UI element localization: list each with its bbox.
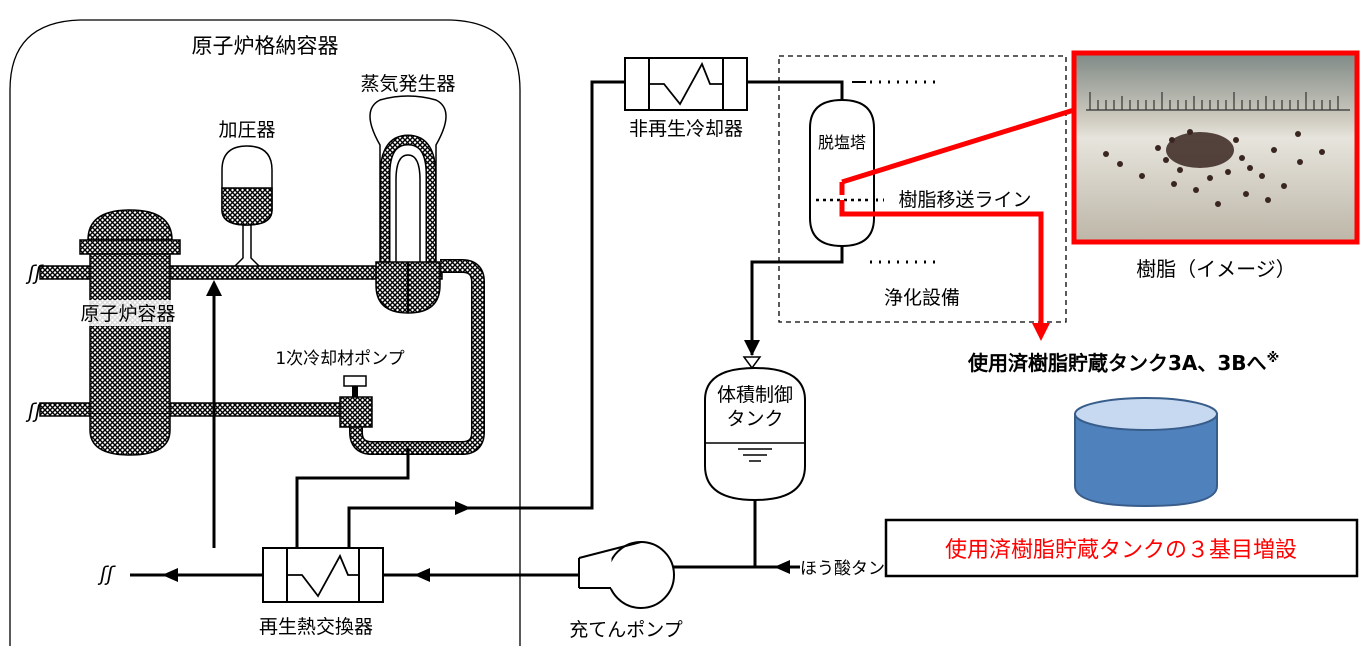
demineralizer-label: 脱塩塔 (818, 133, 866, 152)
vct-label-line2: タンク (726, 408, 783, 430)
charging-pump-label: 充てんポンプ (569, 619, 682, 641)
steam-generator-label: 蒸気発生器 (360, 73, 455, 95)
rcp-label: 1次冷却材ポンプ (275, 349, 404, 369)
resin-image (1071, 50, 1360, 245)
expansion-box (884, 518, 1359, 578)
steam-generator (369, 95, 447, 314)
letdown-to-cooler-line (347, 80, 625, 548)
demin-outlet-line (750, 246, 844, 355)
red-transfer-path (839, 200, 1044, 325)
pressurizer-label: 加圧器 (218, 119, 275, 141)
note-mark: ※ (1267, 351, 1280, 366)
regen-hx-label: 再生熱交換器 (259, 616, 373, 638)
reactor-coolant-pump (339, 375, 373, 428)
purification-label: 浄化設備 (884, 287, 960, 309)
volume-control-tank (704, 366, 806, 502)
cold-leg-pipe (39, 402, 351, 417)
resin-transfer-label: 樹脂移送ライン (898, 189, 1031, 211)
regen-heat-exchanger (262, 547, 384, 603)
pressurizer (221, 145, 273, 267)
reactor-vessel-label: 原子炉容器 (80, 303, 175, 325)
spent-resin-tank-icon (1074, 397, 1218, 508)
red-arrowhead (1032, 323, 1050, 341)
red-callout-line (841, 107, 1075, 185)
cooler-to-demin-line (747, 80, 844, 100)
containment-outline (9, 19, 521, 646)
charging-pump (574, 541, 675, 609)
pipe-break-symbol-3: ʃʃ (97, 562, 116, 586)
pipe-break-symbol-1: ʃʃ (25, 261, 44, 285)
expansion-box-label: 使用済樹脂貯蔵タンクの３基目増設 (945, 538, 1297, 563)
spent-resin-tank-label: 使用済樹脂貯蔵タンク3A、3Bへ※ (967, 351, 1279, 375)
return-arrowhead (206, 280, 222, 296)
demineralizer (809, 98, 875, 248)
purification-box (778, 55, 1067, 323)
non-regen-cooler-label: 非再生冷却器 (629, 118, 743, 140)
vct-label-line1: 体積制御 (717, 384, 793, 406)
containment-label: 原子炉格納容器 (192, 34, 339, 58)
pipe-break-symbol-2: ʃʃ (25, 399, 44, 423)
letdown-line (295, 448, 410, 548)
non-regen-cooler (624, 57, 748, 111)
reactor-vessel (79, 209, 181, 456)
resin-caption: 樹脂（イメージ） (1136, 257, 1296, 281)
